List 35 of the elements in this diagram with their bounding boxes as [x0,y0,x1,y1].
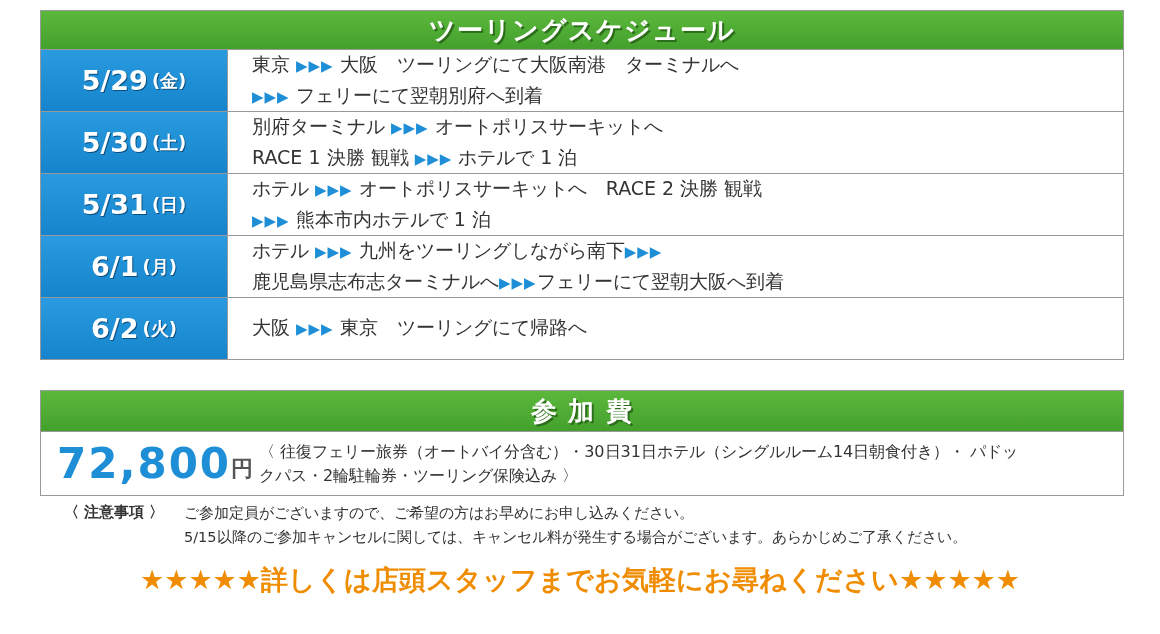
date-text: 5/29 [81,65,148,96]
date-text: 5/31 [81,189,148,220]
schedule-text: ▶▶▶ フェリーにて翌朝別府へ到着 [252,82,544,108]
header-band [41,10,1123,49]
currency-text: 円 [231,454,254,483]
weekday-text: (金) [151,68,187,93]
date-cell [41,236,227,297]
schedule-text: ホテル ▶▶▶ 九州をツーリングしながら南下▶▶▶ [252,237,664,263]
price-text: 72,800 [57,439,232,488]
date-cell [41,112,227,173]
note-text: ご参加定員がございますので、ご希望の方はお早めにお申し込みください。 [184,504,694,523]
schedule-text: 鹿児島県志布志ターミナルへ▶▶▶フェリーにて翌朝大阪へ到着 [252,268,785,294]
schedule-text: ホテル ▶▶▶ オートポリスサーキットへ RACE 2 決勝 観戦 [252,175,764,201]
call-to-action: ★★★★★詳しくは店頭スタッフまでお気軽にお尋ねください★★★★★ [138,563,1022,597]
schedule-text: 大阪 ▶▶▶ 東京 ツーリングにて帰路へ [252,315,588,340]
header-band [41,390,1123,431]
schedule-text: RACE 1 決勝 観戦 ▶▶▶ ホテルで 1 泊 [252,144,579,170]
weekday-text: (日) [151,192,187,217]
header-title: 参 加 費 [531,394,633,428]
date-cell [41,174,227,235]
date-text: 5/30 [81,127,148,158]
fee-description: 〈 往復フェリー旅券（オートバイ分含む）・30日31日ホテル（シングルルーム14日朝食付き）・ パドックパス・2輪駐輪券・ツーリング保険込み 〉 [259,440,1020,487]
date-text: 6/1 [91,251,139,282]
date-cell [41,298,227,359]
weekday-text: (月) [142,254,177,279]
schedule-text: 東京 ▶▶▶ 大阪 ツーリングにて大阪南港 ターミナルへ [252,51,740,77]
weekday-text: (土) [151,130,187,155]
date-cell [41,50,227,111]
schedule-text: 別府ターミナル ▶▶▶ オートポリスサーキットへ [252,113,664,139]
header-title: ツーリングスケジュール [429,13,735,47]
schedule-text: ▶▶▶ 熊本市内ホテルで 1 泊 [252,206,492,232]
note-text: 5/15以降のご参加キャンセルに関しては、キャンセル料が発生する場合がございます。あらかじめご了承ください。 [184,528,967,547]
weekday-text: (火) [142,316,177,341]
date-text: 6/2 [91,313,139,344]
note-heading: 〈 注意事項 〉 [64,503,166,522]
